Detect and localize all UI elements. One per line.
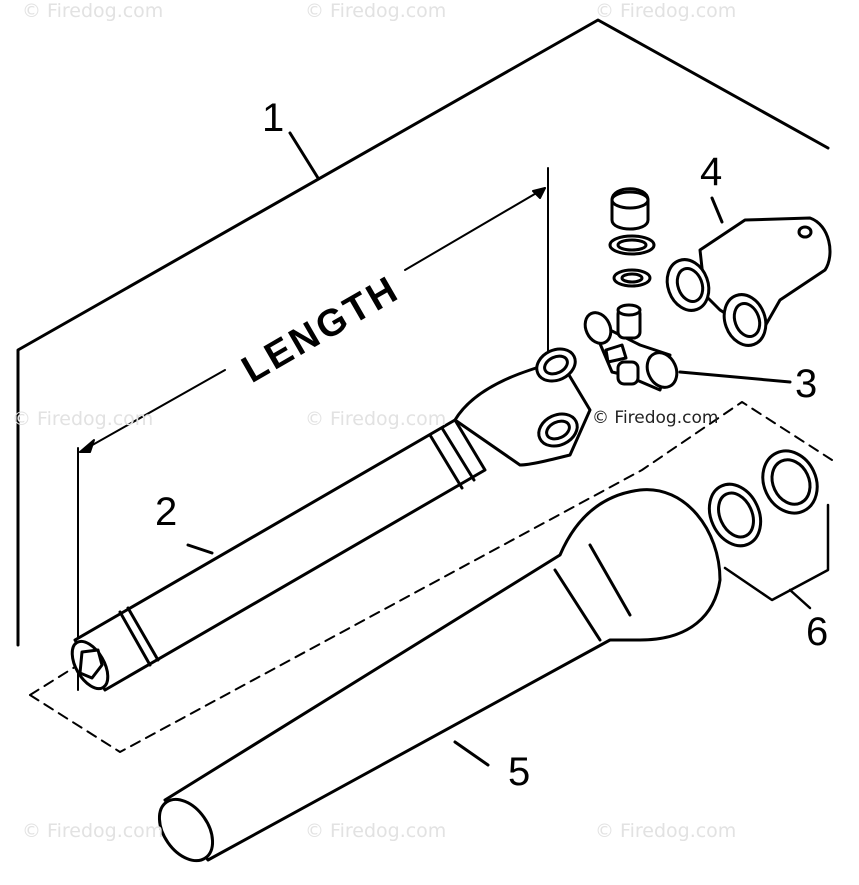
callout-4: 4 [700, 150, 723, 194]
watermark-middle-center: © Firedog.com [305, 408, 447, 430]
watermark-bottom-center: © Firedog.com [305, 820, 447, 842]
yoke-part-4 [665, 196, 832, 347]
shaft-guard-part-5 [157, 488, 722, 863]
bracket-1 [16, 18, 830, 647]
u-joint-cross-part-3 [583, 187, 792, 392]
watermark-middle-left: © Firedog.com [12, 408, 154, 430]
watermark-top-center: © Firedog.com [305, 0, 447, 22]
callout-2: 2 [155, 490, 178, 534]
watermark-bottom-right: © Firedog.com [595, 820, 737, 842]
drive-shaft-part-2 [70, 347, 592, 692]
seal-rings-part-6 [707, 449, 819, 548]
callout-6: 6 [806, 610, 829, 654]
watermark-center-dark: © Firedog.com [592, 408, 719, 428]
bracket-5-6-dashed [29, 401, 833, 753]
callout-5: 5 [508, 750, 531, 794]
watermark-bottom-left: © Firedog.com [22, 820, 164, 842]
watermark-top-left: © Firedog.com [22, 0, 164, 22]
callout-1: 1 [262, 96, 285, 140]
callout-3: 3 [795, 362, 818, 406]
bracket-6 [723, 503, 830, 610]
watermark-top-right: © Firedog.com [595, 0, 737, 22]
